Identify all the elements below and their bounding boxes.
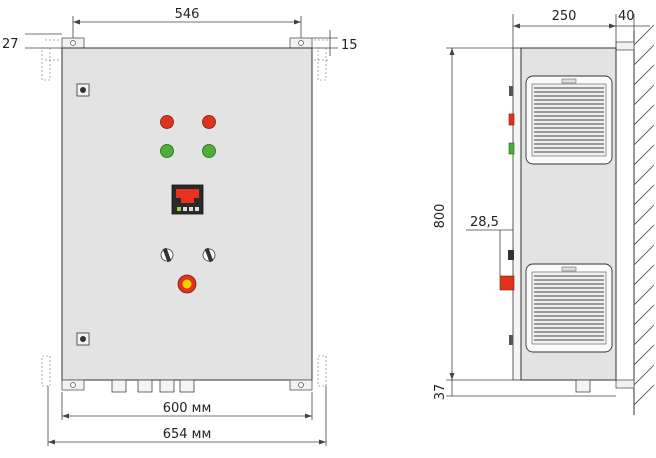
- lock-icon: [76, 83, 90, 97]
- wall-anchor: [41, 47, 51, 81]
- controller-display: [171, 184, 204, 215]
- fan-grille-icon: [525, 263, 613, 353]
- dim-side-depth: 250: [552, 9, 577, 24]
- dim-front-body-width: 600 мм: [163, 401, 212, 416]
- switch-side: [508, 250, 514, 260]
- wall-anchor: [317, 355, 327, 387]
- dim-front-left-offset: 27: [2, 37, 19, 52]
- dim-side-height: 800: [433, 204, 448, 229]
- side-wall-bracket: [615, 41, 635, 51]
- selector-switch-icon: [160, 247, 174, 263]
- front-view: [41, 37, 328, 393]
- dim-front-right-offset: 15: [341, 38, 358, 53]
- green-indicator-lamp: [202, 144, 216, 158]
- mounting-bracket-bottom-left: [61, 379, 85, 391]
- red-lamp-side: [508, 113, 515, 126]
- wall-anchor: [41, 355, 51, 387]
- side-wall-bracket: [615, 379, 635, 389]
- side-view: [499, 24, 655, 415]
- mounting-bracket-bottom-right: [289, 379, 313, 391]
- dim-side-offset: 28,5: [470, 215, 499, 230]
- lock-side: [509, 335, 513, 345]
- dim-side-wall-gap: 40: [618, 9, 635, 24]
- dim-front-top-width: 546: [175, 7, 200, 22]
- wall-hatch: [633, 24, 655, 415]
- selector-switch-icon: [202, 247, 216, 263]
- emergency-stop-button: [177, 274, 197, 294]
- dim-side-bottom: 37: [433, 384, 448, 401]
- fan-grille-icon: [525, 75, 613, 165]
- red-indicator-lamp: [202, 115, 216, 129]
- dim-front-total-width: 654 мм: [163, 427, 212, 442]
- lock-icon: [76, 332, 90, 346]
- lock-side: [509, 86, 513, 96]
- side-dimensions: 250 40 800 28,5 37: [433, 9, 650, 400]
- wall-anchor: [317, 47, 327, 81]
- front-dimensions: 546 27 15 600 мм 654 мм: [2, 7, 358, 446]
- cabinet-door-profile: [512, 47, 522, 381]
- emergency-button-side: [499, 275, 515, 291]
- cable-gland-side: [575, 379, 591, 393]
- red-indicator-lamp: [160, 115, 174, 129]
- cable-glands: [111, 379, 195, 393]
- green-lamp-side: [508, 142, 515, 155]
- green-indicator-lamp: [160, 144, 174, 158]
